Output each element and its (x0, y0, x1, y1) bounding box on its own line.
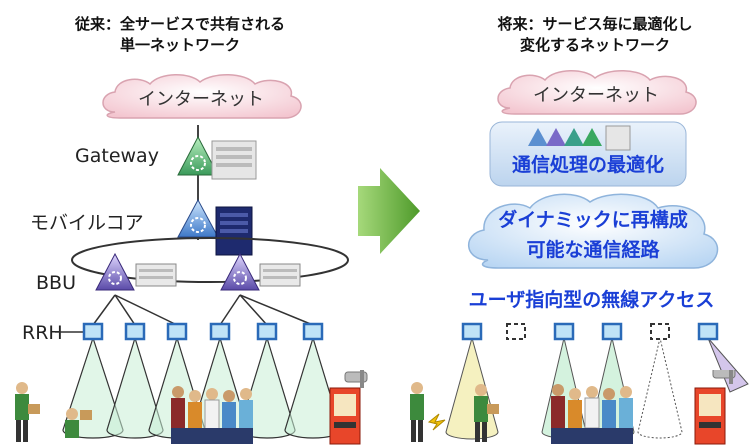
optimization-label: 通信処理の最適化 (511, 154, 664, 176)
dynamic-route-label: ダイナミックに再構成 可能な通信経路 (458, 205, 728, 265)
left-core-devices (177, 125, 257, 256)
optimization-box (489, 121, 687, 187)
delivery-person-icon (15, 382, 40, 442)
lightning-icon (427, 413, 446, 431)
mobile-core-label: モバイルコア (30, 212, 144, 234)
right-internet-label: インターネット (533, 85, 659, 106)
right-users-illustration (410, 370, 736, 445)
dynamic-route-cloud-icon (467, 193, 719, 269)
left-heading-line2: 単一ネットワーク (119, 36, 240, 54)
transition-arrow-icon (358, 168, 420, 254)
camera-icon (344, 370, 368, 388)
dynamic-route-line1: ダイナミックに再構成 (498, 209, 688, 231)
rrh-label: RRH (22, 322, 63, 344)
left-internet-cloud-icon (102, 74, 302, 119)
bbu-devices (95, 252, 301, 291)
gateway-label: Gateway (75, 145, 159, 167)
bbu-label: BBU (36, 272, 76, 294)
core-ring (71, 237, 349, 283)
right-heading-line2: 変化するネットワーク (519, 36, 670, 54)
vending-machine-icon (329, 387, 361, 445)
right-heading: 将来：サービス毎に最適化し 変化するネットワーク (440, 14, 750, 56)
dynamic-route-line2: 可能な通信経路 (526, 239, 660, 261)
left-heading-line1: 従来：全サービスで共有される (74, 15, 285, 33)
left-heading: 従来：全サービスで共有される 単一ネットワーク (30, 14, 330, 56)
left-users-illustration (15, 370, 368, 445)
right-internet-cloud-icon (497, 70, 697, 115)
user-access-label: ユーザ指向型の無線アクセス (468, 289, 715, 311)
right-heading-line1: 将来：サービス毎に最適化し (497, 15, 693, 33)
left-internet-label: インターネット (138, 89, 264, 110)
